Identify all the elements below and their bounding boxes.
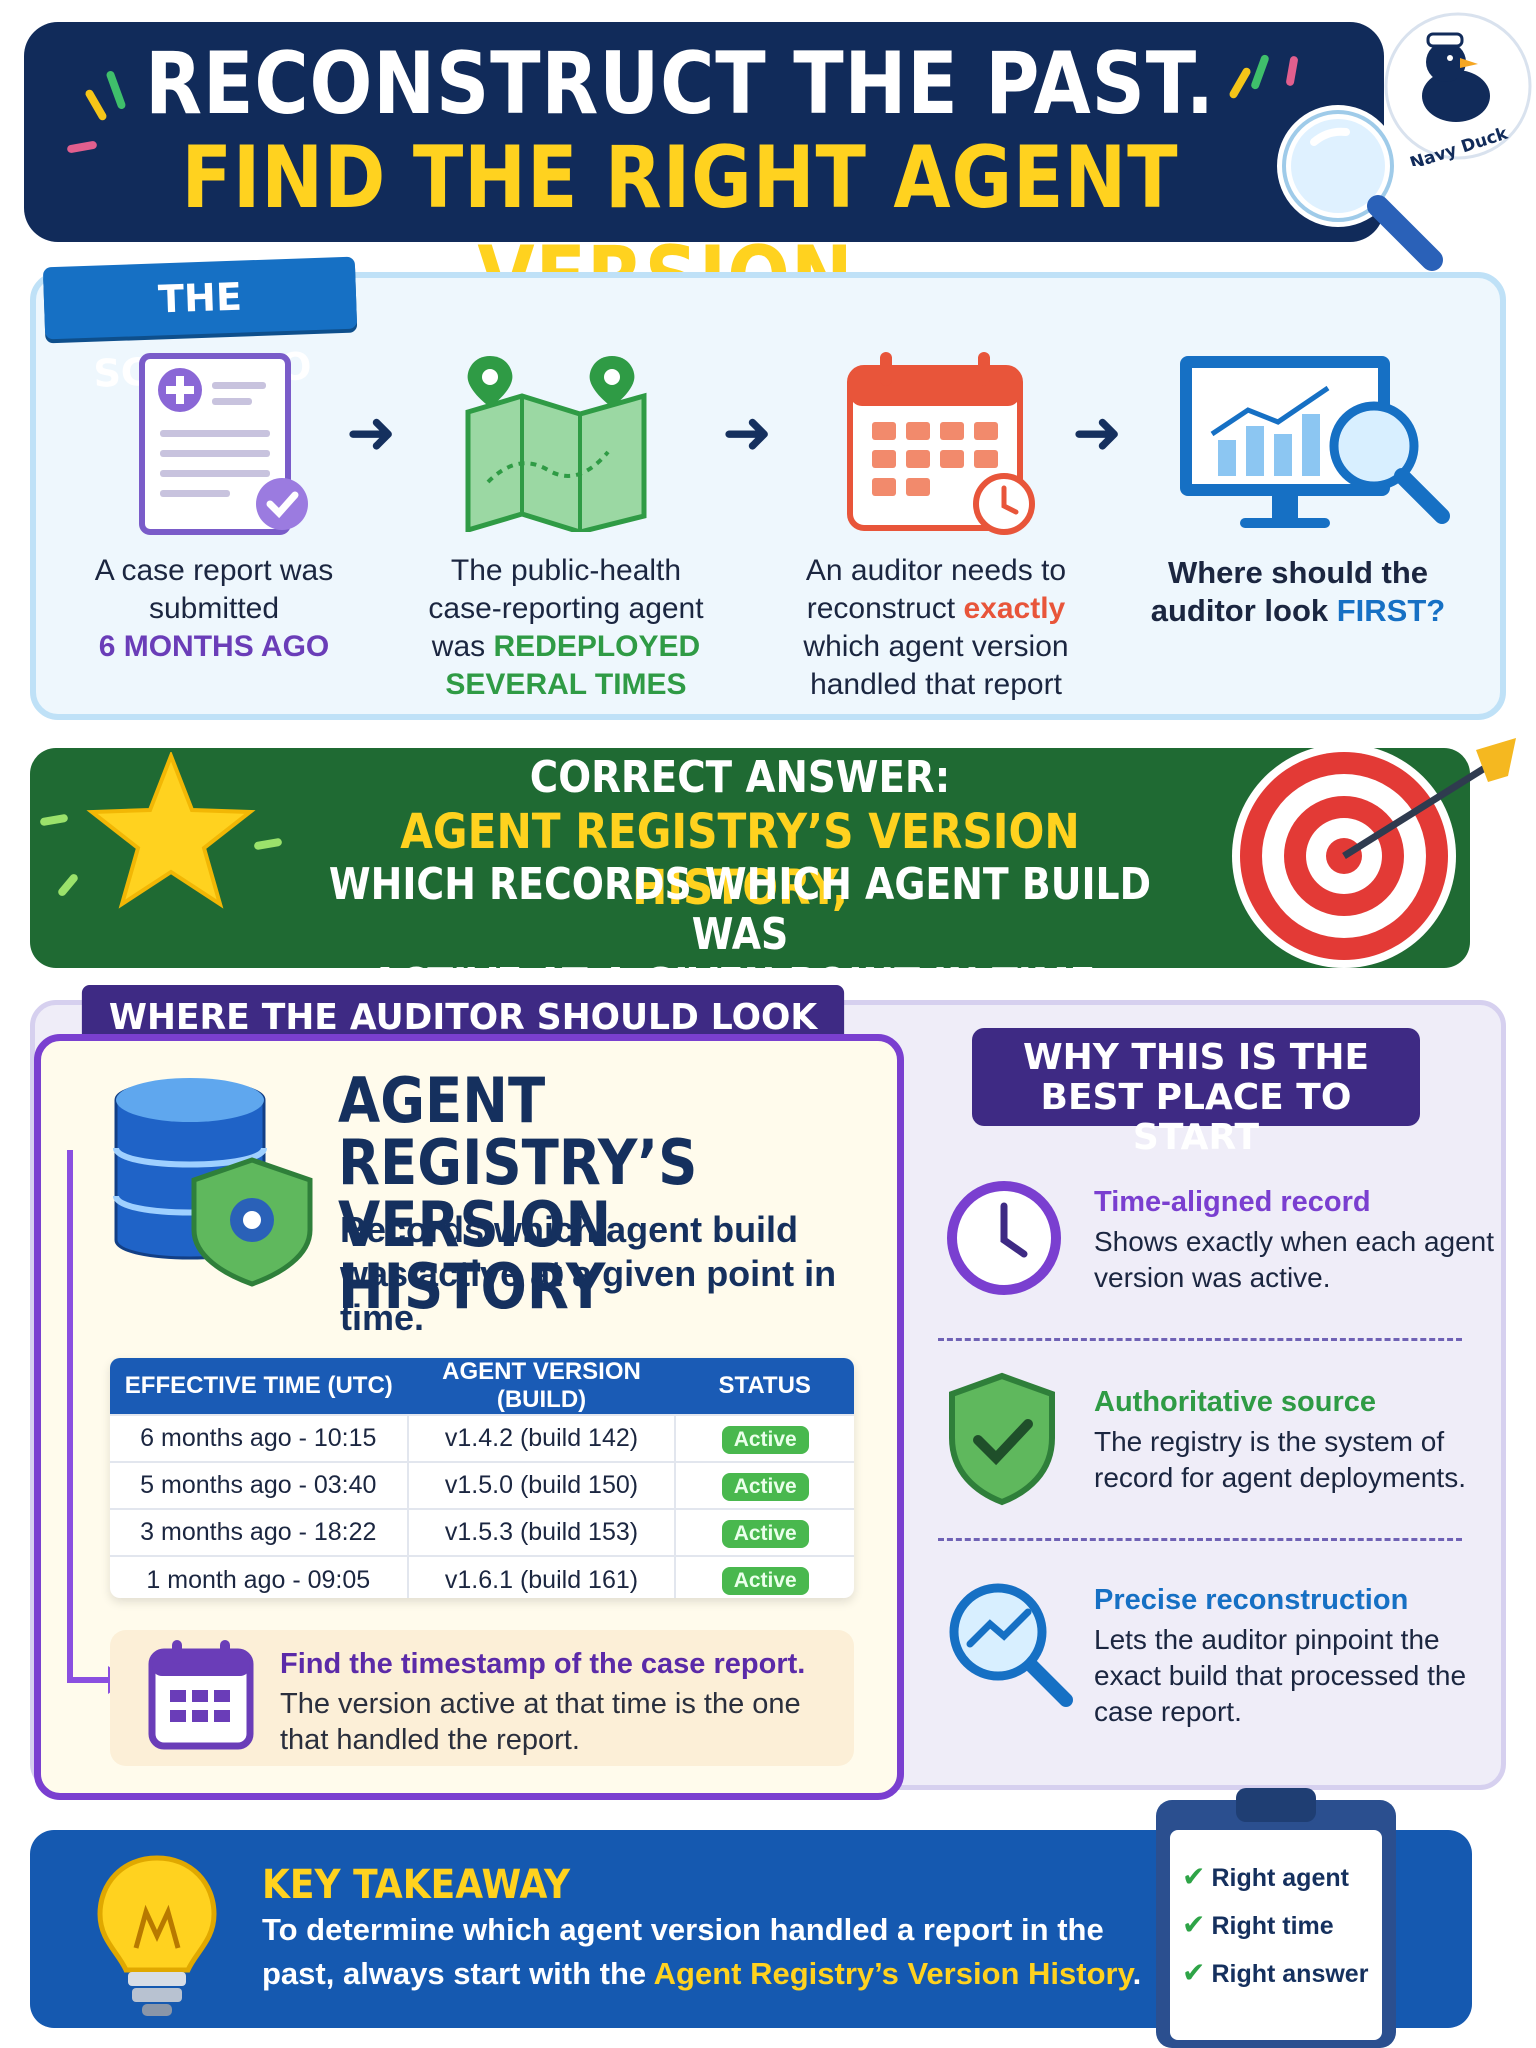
column-header-status: STATUS xyxy=(675,1358,854,1415)
check-icon: ✔ xyxy=(1182,1957,1206,1988)
correct-answer-banner xyxy=(30,748,1470,968)
calendar-icon xyxy=(148,1640,254,1750)
registry-title-line-1: AGENT REGISTRY’S xyxy=(338,1064,698,1199)
scenario-step-1: A case report was submitted 6 MONTHS AGO xyxy=(64,552,364,666)
answer-detail-line-1: WHICH RECORDS WHICH AGENT BUILD WAS xyxy=(328,859,1152,960)
table-row: 3 months ago - 18:22 v1.5.3 (build 153) … xyxy=(110,1508,854,1556)
divider xyxy=(938,1538,1462,1541)
shield-check-icon xyxy=(949,1372,1055,1506)
checklist-sheet xyxy=(1170,1830,1382,2040)
table-row: 5 months ago - 03:40 v1.5.0 (build 150) … xyxy=(110,1461,854,1509)
checklist-item: ✔Right agent xyxy=(1182,1860,1349,1893)
status-badge: Active xyxy=(721,1425,809,1454)
scenario-tag: THE SCENARIO xyxy=(42,256,358,396)
table-row: 1 month ago - 09:05 v1.6.1 (build 161) A… xyxy=(110,1555,854,1598)
divider xyxy=(938,1338,1462,1341)
answer-main: AGENT REGISTRY’S VERSION HISTORY, xyxy=(400,804,1080,916)
registry-title-line-2: VERSION HISTORY xyxy=(338,1188,612,1323)
step-1-highlight: 6 MONTHS AGO xyxy=(98,630,330,663)
case-report-icon xyxy=(139,353,308,535)
why-item-3-text: Lets the auditor pinpoint the exact buil… xyxy=(1094,1624,1467,1727)
lightbulb-icon xyxy=(97,1855,217,2016)
takeaway-text-body: To determine which agent version handled… xyxy=(262,1912,1104,1991)
status-badge: Active xyxy=(721,1567,809,1595)
answer-label: CORRECT ANSWER: xyxy=(529,752,951,803)
cell-effective-time: 6 months ago - 10:15 xyxy=(110,1414,409,1462)
cell-agent-version: v1.5.3 (build 153) xyxy=(407,1508,677,1556)
flow-arrow-icon: ➜ xyxy=(346,399,397,466)
check-icon: ✔ xyxy=(1182,1909,1206,1940)
cell-agent-version: v1.6.1 (build 161) xyxy=(407,1555,677,1598)
why-item-1-title: Time-aligned record xyxy=(1094,1186,1371,1218)
checklist-item-label: Right time xyxy=(1211,1912,1334,1940)
step-1-text: A case report was submitted xyxy=(94,554,334,625)
takeaway-text: To determine which agent version handled… xyxy=(262,1908,1162,1996)
cell-effective-time: 5 months ago - 03:40 xyxy=(110,1461,409,1509)
tip-title: Find the timestamp of the case report. xyxy=(280,1648,806,1680)
cell-status: Active xyxy=(675,1461,854,1509)
magnifier-icon xyxy=(1277,105,1443,271)
cell-effective-time: 3 months ago - 18:22 xyxy=(110,1508,409,1556)
why-item-2-title: Authoritative source xyxy=(1094,1386,1376,1418)
trend-search-icon xyxy=(949,1583,1073,1707)
why-tag: WHY THIS IS THE BEST PLACE TO START xyxy=(972,1028,1420,1158)
navy-duck-logo: Navy Duck xyxy=(1384,12,1532,166)
clock-icon xyxy=(947,1181,1061,1295)
cell-status: Active xyxy=(675,1508,854,1556)
cell-status: Active xyxy=(675,1555,854,1598)
why-item-3-title: Precise reconstruction xyxy=(1094,1584,1409,1616)
registry-title: AGENT REGISTRY’S VERSION HISTORY xyxy=(338,1070,813,1318)
header-banner xyxy=(24,22,1384,242)
check-icon: ✔ xyxy=(1182,1861,1206,1892)
takeaway-highlight: Agent Registry’s Version History xyxy=(653,1956,1133,1991)
checklist-item: ✔Right time xyxy=(1182,1908,1334,1941)
why-item-2-text: The registry is the system of record for… xyxy=(1094,1426,1466,1493)
headline-line-1: RECONSTRUCT THE PAST. xyxy=(145,34,1215,134)
why-tag-line-1: WHY THIS IS THE xyxy=(1022,1037,1370,1078)
map-icon xyxy=(465,356,647,532)
table-row: 6 months ago - 10:15 v1.4.2 (build 142) … xyxy=(110,1414,854,1462)
takeaway-text-end: . xyxy=(1132,1956,1142,1991)
star-icon xyxy=(86,752,256,909)
checklist-item-label: Right answer xyxy=(1211,1960,1369,1988)
checklist-item: ✔Right answer xyxy=(1182,1956,1368,1989)
status-badge: Active xyxy=(721,1472,809,1501)
clipboard-clip xyxy=(1236,1788,1316,1822)
calendar-clock-icon xyxy=(847,352,1035,535)
flow-arrow-icon: ➜ xyxy=(1072,399,1123,466)
monitor-chart-icon xyxy=(1180,356,1450,528)
cell-agent-version: v1.5.0 (build 150) xyxy=(407,1461,677,1509)
database-shield-icon xyxy=(113,1078,313,1287)
takeaway-title: KEY TAKEAWAY xyxy=(262,1862,571,1908)
column-header-agent-version: AGENT VERSION (BUILD) xyxy=(407,1358,676,1415)
why-item-1-text: Shows exactly when each agent version wa… xyxy=(1094,1226,1495,1293)
status-badge: Active xyxy=(721,1519,809,1548)
version-history-table: EFFECTIVE TIME (UTC) AGENT VERSION (BUIL… xyxy=(110,1358,854,1598)
tip-text: The version active at that time is the o… xyxy=(280,1688,801,1756)
connector-arrow-icon xyxy=(67,1150,128,1694)
cell-effective-time: 1 month ago - 09:05 xyxy=(110,1555,409,1598)
cell-agent-version: v1.4.2 (build 142) xyxy=(407,1414,677,1462)
checklist-item-label: Right agent xyxy=(1211,1864,1349,1892)
why-tag-line-2: BEST PLACE TO START xyxy=(1040,1077,1352,1158)
cell-status: Active xyxy=(675,1414,854,1462)
registry-description: Records which agent build was active at … xyxy=(340,1209,837,1338)
flow-arrow-icon: ➜ xyxy=(722,399,773,466)
table-header-row: EFFECTIVE TIME (UTC) AGENT VERSION (BUIL… xyxy=(110,1358,854,1415)
target-icon xyxy=(1232,738,1516,968)
column-header-effective-time: EFFECTIVE TIME (UTC) xyxy=(110,1358,408,1415)
